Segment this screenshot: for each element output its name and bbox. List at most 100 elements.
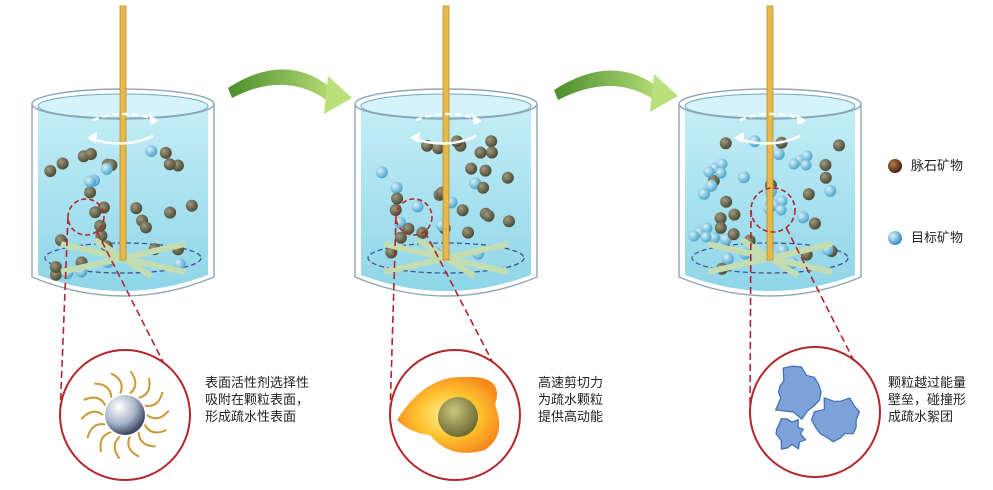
gangue-particle bbox=[503, 215, 515, 228]
rotation-arrowhead bbox=[149, 114, 159, 125]
floc-particle bbox=[800, 159, 812, 171]
tank-3 bbox=[678, 5, 862, 297]
surfactant-tail bbox=[86, 423, 106, 439]
gangue-particle bbox=[432, 142, 445, 155]
target-particle bbox=[824, 184, 837, 197]
legend-target-marker bbox=[888, 231, 902, 245]
floc-particle bbox=[775, 204, 787, 216]
gangue-particle bbox=[56, 157, 69, 170]
callout-leader bbox=[389, 216, 397, 416]
tank-wall bbox=[354, 104, 538, 297]
gangue-particle bbox=[482, 209, 495, 222]
callout-2 bbox=[389, 198, 521, 481]
legend-gangue-label: 脉石矿物 bbox=[911, 159, 964, 174]
target-particle bbox=[721, 252, 734, 265]
surfactant-tail bbox=[83, 396, 107, 406]
target-particle bbox=[84, 175, 96, 188]
target-particle bbox=[737, 171, 750, 184]
target-particle bbox=[708, 231, 721, 244]
gangue-particle bbox=[485, 135, 498, 148]
gangue-particle bbox=[802, 188, 815, 201]
tank-2 bbox=[354, 5, 538, 297]
energized-particle bbox=[438, 397, 478, 437]
gangue-particle bbox=[819, 159, 832, 171]
gangue-particle bbox=[84, 186, 97, 199]
tank-wall bbox=[31, 104, 215, 297]
surfactant-tail bbox=[80, 410, 104, 421]
gangue-particle bbox=[44, 165, 57, 177]
surfactant-tail bbox=[137, 432, 156, 448]
callout-leader bbox=[424, 231, 521, 416]
gangue-particle bbox=[462, 226, 474, 239]
callout-leader bbox=[785, 227, 881, 413]
gangue-particle bbox=[474, 146, 487, 159]
surfactant-tail bbox=[144, 391, 164, 407]
target-particle bbox=[100, 162, 113, 175]
gangue-particle bbox=[130, 202, 143, 215]
target-particle bbox=[390, 181, 403, 194]
floc-particle bbox=[788, 158, 800, 170]
target-particle bbox=[705, 179, 718, 192]
gangue-particle bbox=[164, 206, 177, 219]
floc-particle bbox=[715, 167, 727, 179]
surfactant-tail bbox=[110, 372, 123, 395]
transfer-arrow-1 bbox=[228, 69, 338, 106]
coated-particle bbox=[105, 395, 145, 435]
stirring-shaft bbox=[119, 5, 127, 261]
callout-leader bbox=[59, 216, 69, 416]
gangue-particle bbox=[159, 146, 172, 159]
gangue-particle bbox=[394, 231, 407, 244]
target-particle bbox=[797, 211, 809, 224]
target-particle bbox=[772, 148, 785, 161]
surfactant-tail bbox=[146, 409, 170, 420]
rotation-arrowhead bbox=[734, 132, 744, 143]
gangue-particle bbox=[477, 181, 490, 194]
legend-target-label: 目标矿物 bbox=[911, 231, 964, 246]
surfactant-tail bbox=[113, 435, 121, 460]
floc-particle bbox=[701, 222, 713, 234]
gangue-particle bbox=[833, 139, 845, 152]
gangue-particle bbox=[89, 206, 102, 219]
gangue-particle bbox=[49, 261, 62, 273]
gangue-particle bbox=[163, 158, 176, 171]
surfactant-tail bbox=[94, 382, 113, 398]
surfactant-tail bbox=[99, 431, 112, 453]
target-particle bbox=[375, 166, 388, 179]
hydrophobic-floc bbox=[774, 365, 822, 420]
gangue-particle bbox=[720, 195, 733, 208]
gangue-particle bbox=[719, 137, 732, 150]
gangue-particle bbox=[139, 221, 152, 234]
floc-particle bbox=[776, 195, 788, 207]
hydrophobic-floc bbox=[810, 396, 861, 443]
surfactant-tail bbox=[127, 435, 140, 458]
gangue-particle bbox=[185, 199, 198, 212]
stage-1-description: 表面活性剂选择性 吸附在颗粒表面， 形成疏水性表面 bbox=[205, 376, 310, 425]
target-particle bbox=[145, 145, 158, 157]
gangue-particle bbox=[479, 164, 492, 177]
gangue-particle bbox=[485, 146, 498, 159]
floc-particle bbox=[700, 231, 712, 243]
surfactant-tail bbox=[138, 377, 151, 399]
gangue-particle bbox=[714, 221, 727, 234]
transfer-arrowhead-2 bbox=[650, 74, 678, 112]
floc-particle bbox=[688, 230, 700, 242]
stage-3-description: 颗粒越过能量 壁垒，碰撞形 成疏水絮团 bbox=[888, 376, 967, 425]
stirring-shaft bbox=[442, 5, 450, 261]
callout-leader bbox=[749, 209, 752, 413]
target-particle bbox=[411, 200, 424, 213]
target-particle bbox=[393, 216, 406, 229]
rotation-arc-top bbox=[415, 112, 481, 122]
tank-1 bbox=[31, 5, 215, 297]
tank-wall bbox=[678, 104, 862, 297]
target-particle bbox=[698, 187, 710, 200]
gangue-particle bbox=[84, 148, 97, 160]
gangue-particle bbox=[402, 222, 415, 235]
floc-particle bbox=[703, 166, 715, 178]
gangue-particle bbox=[456, 204, 469, 217]
gangue-particle bbox=[727, 228, 740, 241]
transfer-arrowhead-1 bbox=[324, 76, 352, 114]
floc-particle bbox=[801, 150, 813, 162]
rotation-arc-top bbox=[92, 112, 158, 122]
gangue-particle bbox=[501, 171, 514, 184]
